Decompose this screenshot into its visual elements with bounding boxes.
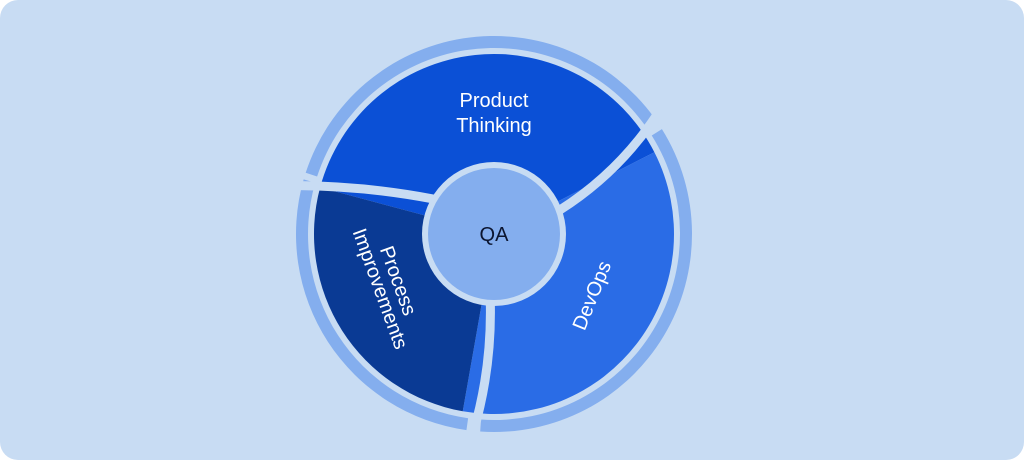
separator-line xyxy=(295,181,438,204)
hub-circle xyxy=(428,168,560,300)
separator-line xyxy=(468,299,495,438)
separator-line xyxy=(555,111,661,215)
segment-devops xyxy=(462,152,675,415)
segment-product-thinking xyxy=(320,53,655,217)
outer-ring-arc-right xyxy=(480,129,692,433)
outer-ring-arc-top xyxy=(305,35,655,177)
label-product-thinking-line2: Thinking xyxy=(456,115,532,137)
label-product-thinking-line1: Product xyxy=(460,90,529,112)
hub-label-qa: QA xyxy=(480,224,510,246)
segment-process-improvements xyxy=(313,187,483,412)
